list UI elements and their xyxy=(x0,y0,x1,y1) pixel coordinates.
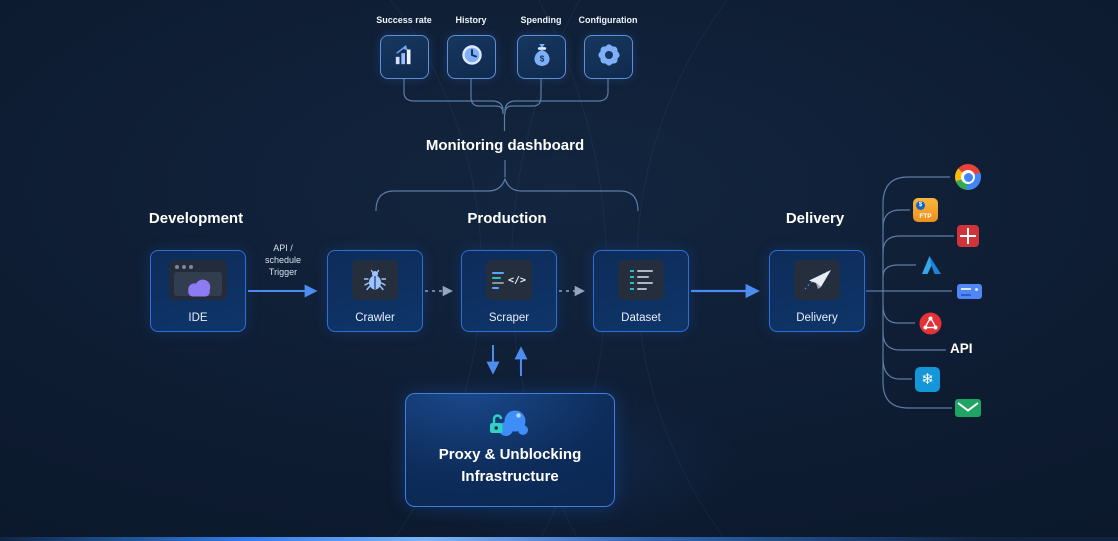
azure-icon xyxy=(919,253,944,283)
svg-text:$: $ xyxy=(539,54,544,63)
section-title-delivery: Delivery xyxy=(785,210,845,227)
node-scraper: </> Scraper xyxy=(461,250,557,332)
proxy-lock-icon xyxy=(482,406,534,447)
node-delivery: Delivery xyxy=(769,250,865,332)
code-brackets-glyph: </> xyxy=(507,274,527,286)
trigger-line-1: API / xyxy=(273,243,293,253)
node-dataset: Dataset xyxy=(593,250,689,332)
webhook-icon xyxy=(918,311,943,341)
monitor-label-configuration: Configuration xyxy=(578,15,638,25)
google-cloud-icon xyxy=(955,164,981,190)
code-icon: </> xyxy=(486,260,532,300)
monitor-label-history: History xyxy=(455,15,487,25)
sftp-dollar-badge: $ xyxy=(916,201,925,210)
list-icon xyxy=(618,260,664,300)
clock-icon xyxy=(460,43,484,72)
proxy-title-line-1: Proxy & Unblocking xyxy=(438,446,582,463)
node-crawler: Crawler xyxy=(327,250,423,332)
microsoft-icon xyxy=(957,225,979,247)
snowflake-icon: ❄ xyxy=(915,367,940,392)
sftp-icon: $ FTP xyxy=(913,198,938,222)
email-icon xyxy=(955,399,981,417)
ide-window-icon xyxy=(169,260,227,300)
sftp-text: FTP xyxy=(919,213,932,220)
trigger-line-2: schedule xyxy=(264,255,302,265)
node-label: Scraper xyxy=(488,312,530,324)
node-label: Dataset xyxy=(621,312,661,324)
section-title-development: Development xyxy=(148,210,244,227)
monitor-box-success-rate xyxy=(380,35,429,79)
trigger-label: API / schedule Trigger xyxy=(253,242,313,278)
monitoring-dashboard-title: Monitoring dashboard xyxy=(425,137,585,154)
trigger-line-3: Trigger xyxy=(268,267,298,277)
monitor-box-configuration xyxy=(584,35,633,79)
production-brace xyxy=(375,177,639,212)
money-bag-icon: $ xyxy=(531,42,553,72)
monitor-box-spending: $ xyxy=(517,35,566,79)
monitoring-connectors xyxy=(375,78,639,212)
bar-chart-icon xyxy=(393,44,417,71)
delivery-fanout-connectors xyxy=(866,176,954,409)
monitor-label-spending: Spending xyxy=(520,15,562,25)
snowflake-glyph: ❄ xyxy=(921,371,934,388)
node-label: IDE xyxy=(188,312,208,324)
api-label: API xyxy=(950,341,973,356)
section-title-production: Production xyxy=(467,210,547,227)
gear-icon xyxy=(596,42,622,73)
cloud-icon xyxy=(184,279,214,300)
bottom-accent-bar xyxy=(0,537,1118,541)
google-cloud-storage-icon xyxy=(957,284,982,299)
node-ide: IDE xyxy=(150,250,246,332)
node-label: Delivery xyxy=(796,312,838,324)
bug-icon xyxy=(352,260,398,300)
node-label: Crawler xyxy=(355,312,395,324)
monitor-box-history xyxy=(447,35,496,79)
proxy-unblocking-box: Proxy & Unblocking Infrastructure xyxy=(405,393,615,507)
paper-plane-icon xyxy=(794,260,840,300)
proxy-title-line-2: Infrastructure xyxy=(461,468,559,485)
monitor-label-success-rate: Success rate xyxy=(376,15,432,25)
